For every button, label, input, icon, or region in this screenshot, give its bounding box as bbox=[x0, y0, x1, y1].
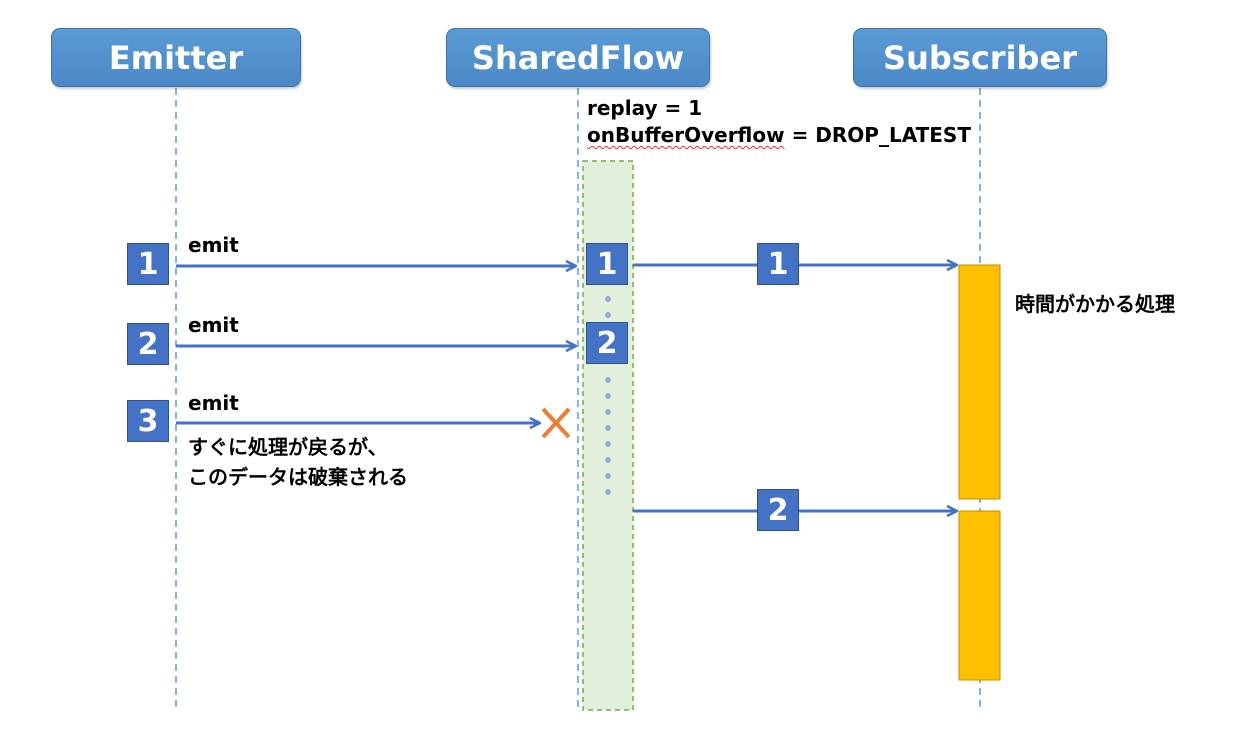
emitter-item-1: 1 bbox=[127, 243, 169, 285]
emitter-item-2: 2 bbox=[127, 323, 169, 365]
delivered-item-2: 2 bbox=[757, 489, 799, 531]
overflow-config: onBufferOverflow = DROP_LATEST bbox=[587, 122, 971, 149]
sharedflow-header: SharedFlow bbox=[446, 28, 710, 87]
replay-config: replay = 1 bbox=[587, 96, 703, 120]
slow-process-note: 時間がかかる処理 bbox=[1015, 292, 1175, 316]
emit-label-2: emit bbox=[188, 313, 239, 337]
overflow-value: = DROP_LATEST bbox=[784, 123, 971, 147]
delivered-item-1: 1 bbox=[757, 243, 799, 285]
overflow-key: onBufferOverflow bbox=[587, 123, 785, 147]
emitter-header: Emitter bbox=[51, 28, 301, 87]
drop-note-line1: すぐに処理が戻るが、 bbox=[188, 435, 388, 459]
emit-label-3: emit bbox=[188, 391, 239, 415]
processing-bar-2 bbox=[958, 510, 1001, 681]
emit-label-1: emit bbox=[188, 233, 239, 257]
emitter-item-3: 3 bbox=[127, 400, 169, 442]
buffer-wait-dots-2 bbox=[605, 377, 611, 495]
processing-bar-1 bbox=[958, 264, 1001, 500]
buffer-item-2: 2 bbox=[586, 322, 628, 364]
subscriber-header: Subscriber bbox=[853, 28, 1107, 87]
drop-note-line2: このデータは破棄される bbox=[188, 465, 408, 489]
buffer-wait-dots-1 bbox=[605, 296, 611, 318]
x-mark-icon bbox=[541, 407, 571, 439]
buffer-item-1: 1 bbox=[586, 243, 628, 285]
